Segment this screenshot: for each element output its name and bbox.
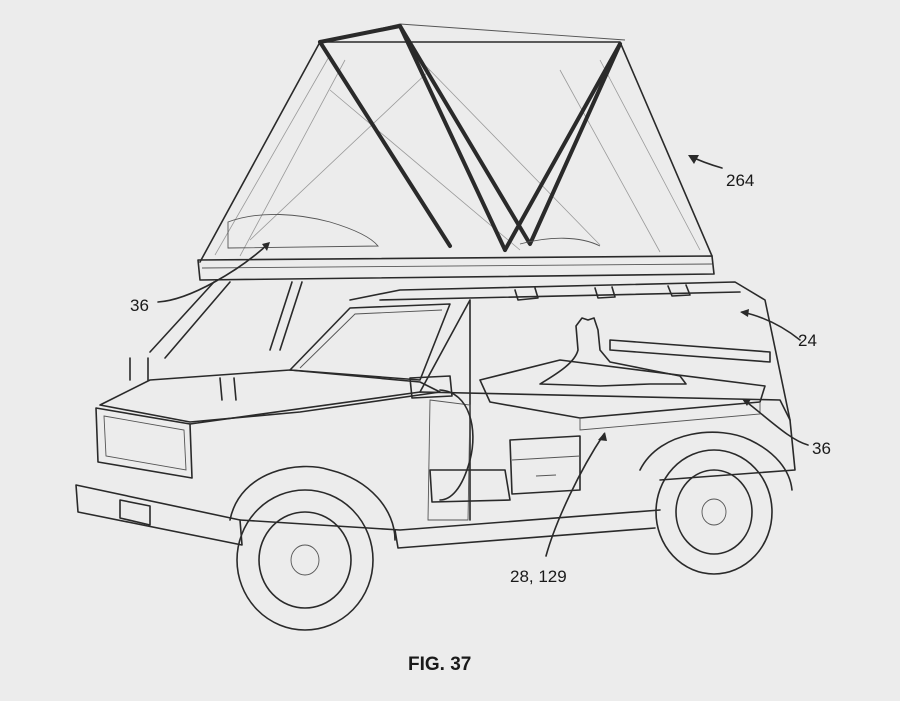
vehicle-drawing: [75, 281, 796, 631]
label-rack-left: 36: [130, 296, 149, 315]
figure-caption: FIG. 37: [408, 654, 471, 675]
roof-tent-drawing: [149, 23, 715, 359]
label-cargo: 24: [798, 331, 817, 350]
label-rack-right: 36: [812, 439, 831, 458]
leader-lines: [157, 155, 809, 557]
label-drawer: 28, 129: [510, 567, 567, 586]
label-tent: 264: [726, 171, 754, 190]
